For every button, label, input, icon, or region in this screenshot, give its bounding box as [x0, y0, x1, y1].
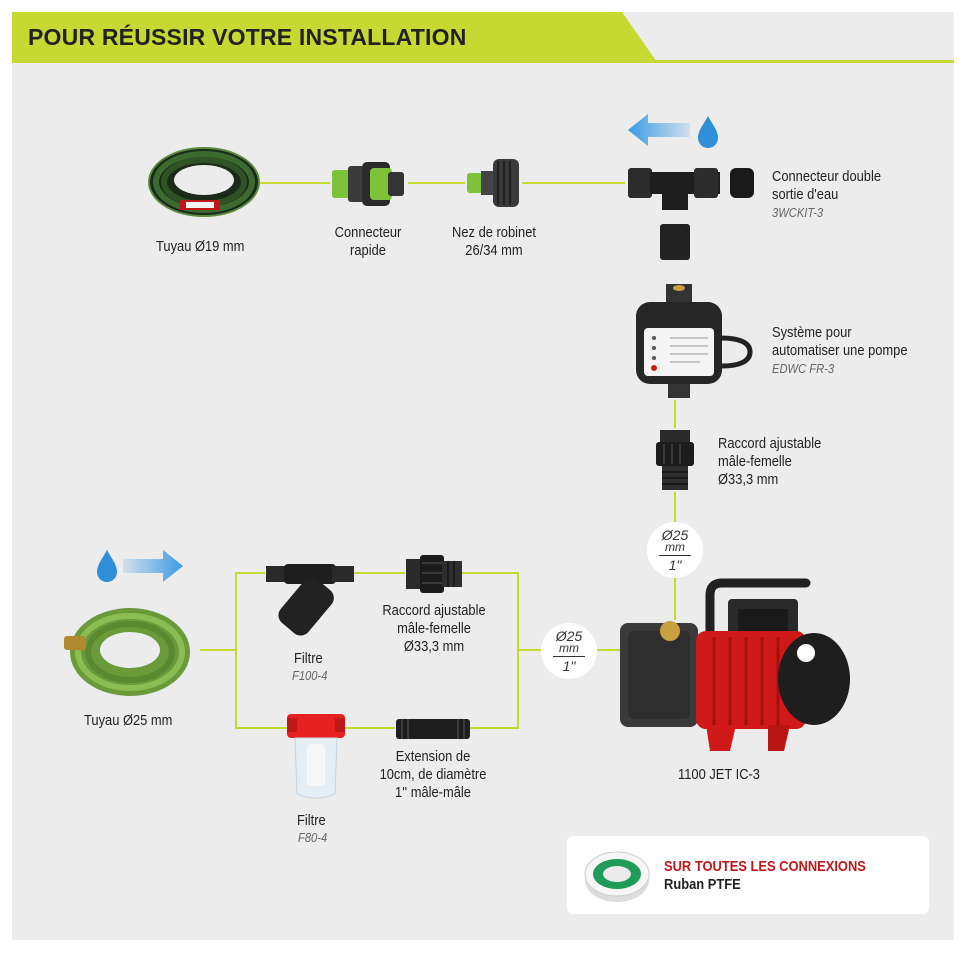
- extension-label-line3: 1'' mâle-mâle: [395, 784, 471, 801]
- suction-hose-label: Tuyau Ø25 mm: [84, 712, 173, 729]
- title-banner: [12, 12, 657, 62]
- suction-hose-icon: [64, 608, 190, 696]
- diameter-divider: [659, 555, 691, 556]
- ptfe-tape-icon: [584, 851, 650, 902]
- jet-pump-icon: [620, 578, 850, 751]
- diameter-unit: mm: [559, 641, 579, 655]
- extension-label-line2: 10cm, de diamètre: [379, 766, 487, 783]
- t-connector-icon: [628, 168, 754, 260]
- line-branch-lower: [235, 650, 290, 729]
- diameter-value: Ø25: [555, 628, 583, 644]
- adjustable-fitting-icon: [656, 430, 694, 490]
- page-title: POUR RÉUSSIR VOTRE INSTALLATION: [28, 24, 467, 50]
- quick-connector-label-line1: Connecteur: [334, 224, 402, 241]
- filter-cartridge-ref: F80-4: [298, 830, 328, 845]
- tap-nose-label-line2: 26/34 mm: [465, 242, 523, 259]
- adjust-vertical-label-line2: mâle-femelle: [718, 453, 792, 470]
- filter-y-label: Filtre: [294, 650, 323, 667]
- tap-nose-label-line1: Nez de robinet: [452, 224, 536, 241]
- adjust-lower-label-line3: Ø33,3 mm: [403, 638, 465, 655]
- extension-label-line1: Extension de: [395, 748, 471, 765]
- automation-ref: EDWC FR-3: [772, 361, 835, 376]
- double-outlet-label-line1: Connecteur double: [772, 168, 882, 185]
- adjust-lower-label-line1: Raccord ajustable: [382, 602, 486, 619]
- adjust-vertical-label-line1: Raccord ajustable: [718, 435, 822, 452]
- quick-connector-label-line2: rapide: [350, 242, 386, 259]
- title-underline: [12, 60, 954, 63]
- garden-hose-icon: [148, 147, 260, 217]
- tap-nose-icon: [467, 159, 519, 207]
- diameter-badge-horizontal: Ø25 mm 1": [541, 623, 597, 679]
- adjust-vertical-label-line3: Ø33,3 mm: [718, 471, 779, 488]
- pressure-controller-icon: [636, 284, 753, 398]
- hose-label: Tuyau Ø19 mm: [156, 238, 245, 255]
- automation-label-line1: Système pour: [772, 324, 852, 341]
- diameter-badge-vertical: Ø25 mm 1": [647, 522, 703, 578]
- filter-cartridge-label: Filtre: [297, 812, 326, 829]
- diameter-inch: 1": [562, 658, 576, 674]
- diameter-divider: [553, 656, 585, 657]
- flow-right-arrow-icon: [97, 550, 183, 582]
- automation-label-line2: automatiser une pompe: [772, 342, 908, 359]
- adjustable-fitting-icon: [406, 555, 462, 593]
- cartridge-filter-icon: [287, 714, 345, 799]
- filter-y-ref: F100-4: [292, 668, 328, 683]
- extension-pipe-icon: [396, 719, 470, 739]
- pump-label: 1100 JET IC-3: [678, 766, 760, 783]
- y-filter-icon: [266, 564, 354, 636]
- adjust-lower-label-line2: mâle-femelle: [397, 620, 471, 637]
- diameter-value: Ø25: [661, 527, 689, 543]
- double-outlet-ref: 3WCKIT-3: [772, 205, 824, 220]
- ptfe-title: SUR TOUTES LES CONNEXIONS: [664, 858, 866, 875]
- diameter-unit: mm: [665, 540, 685, 554]
- ptfe-subtitle: Ruban PTFE: [664, 876, 741, 893]
- flow-left-arrow-icon: [628, 114, 718, 148]
- line-suction-filter: [200, 572, 265, 651]
- quick-connector-icon: [332, 162, 404, 206]
- diameter-inch: 1": [668, 557, 682, 573]
- double-outlet-label-line2: sortie d'eau: [772, 186, 839, 203]
